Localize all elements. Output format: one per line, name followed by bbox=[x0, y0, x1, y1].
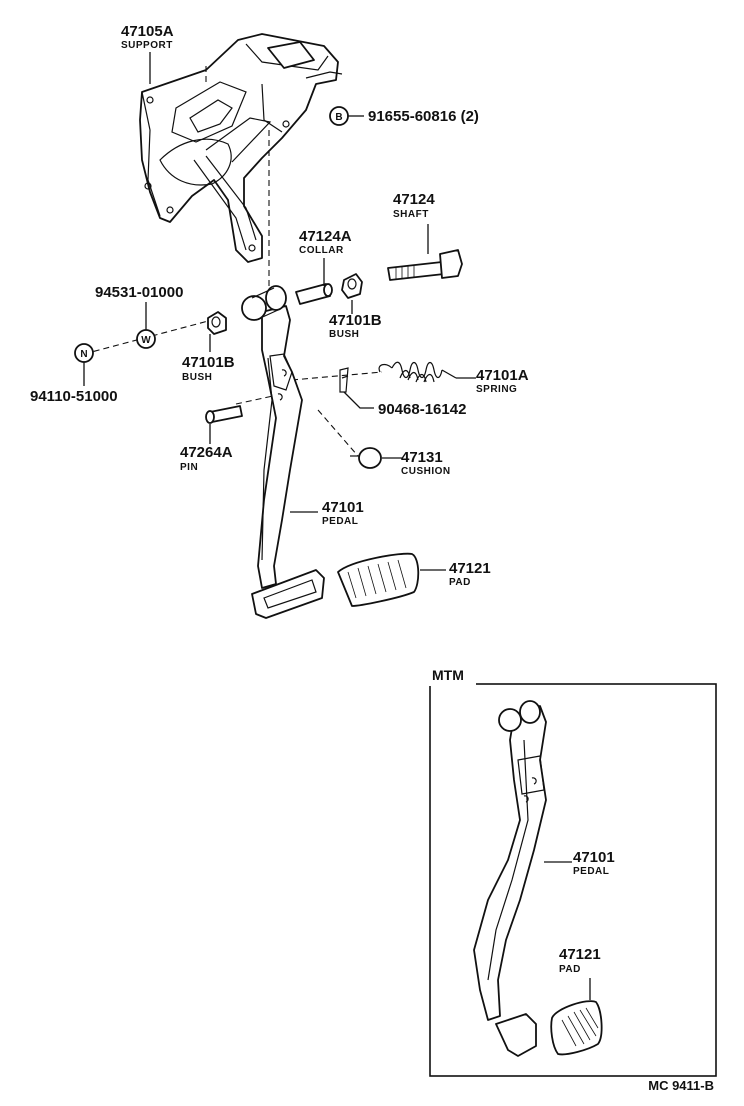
cushion-part bbox=[350, 447, 382, 469]
nut-symbol: N bbox=[74, 343, 94, 363]
pedal-arm bbox=[241, 285, 303, 589]
shaft-part bbox=[387, 249, 463, 281]
pin-name-label: PIN bbox=[180, 462, 198, 473]
pedal-name-label: PEDAL bbox=[322, 516, 358, 527]
leader-lines bbox=[83, 52, 476, 571]
mtm-pedal-number-label: 47101 bbox=[573, 849, 615, 866]
bush-left-part bbox=[207, 311, 227, 335]
spring-number-label: 47101A bbox=[476, 367, 529, 384]
clip-number-label: 90468-16142 bbox=[378, 401, 466, 418]
bush-right-name-label: BUSH bbox=[329, 329, 359, 340]
washer-symbol: W bbox=[136, 329, 156, 349]
washer-number-label: 94531-01000 bbox=[95, 284, 183, 301]
spring-name-label: SPRING bbox=[476, 384, 517, 395]
mtm-pedal-foot bbox=[495, 1013, 537, 1057]
collar-name-label: COLLAR bbox=[299, 245, 344, 256]
mtm-pedal-name-label: PEDAL bbox=[573, 866, 609, 877]
bolt-number-label: 91655-60816 (2) bbox=[368, 108, 479, 125]
diagram-code: MC 9411-B bbox=[648, 1078, 714, 1093]
bush-right-number-label: 47101B bbox=[329, 312, 382, 329]
mtm-title: MTM bbox=[432, 667, 464, 683]
cushion-number-label: 47131 bbox=[401, 449, 443, 466]
bolt-symbol-letter: B bbox=[335, 112, 342, 123]
mtm-pad-name-label: PAD bbox=[559, 964, 581, 975]
nut-number-label: 94110-51000 bbox=[30, 388, 118, 405]
bush-right-part bbox=[341, 273, 363, 299]
cushion-name-label: CUSHION bbox=[401, 466, 451, 477]
clip-part bbox=[339, 367, 349, 393]
pad-part bbox=[337, 552, 420, 607]
bush-left-name-label: BUSH bbox=[182, 372, 212, 383]
support-name-label: SUPPORT bbox=[121, 40, 173, 51]
nut-symbol-letter: N bbox=[80, 349, 87, 360]
shaft-number-label: 47124 bbox=[393, 191, 435, 208]
bolt-symbol: B bbox=[329, 106, 349, 126]
collar-part bbox=[295, 283, 333, 305]
support-number-label: 47105A bbox=[121, 23, 174, 40]
mtm-inset: MTM 47101 PEDAL 47121 PAD bbox=[428, 667, 717, 1077]
pin-part bbox=[205, 405, 243, 424]
assembly-line-pin bbox=[235, 393, 283, 405]
assembly-line-cushion bbox=[317, 409, 359, 457]
bush-left-number-label: 47101B bbox=[182, 354, 235, 371]
mtm-pedal-arm bbox=[473, 700, 547, 1021]
mtm-pad-number-label: 47121 bbox=[559, 946, 601, 963]
support-bracket bbox=[139, 33, 343, 263]
assembly-line-spring bbox=[291, 371, 383, 381]
shaft-name-label: SHAFT bbox=[393, 209, 429, 220]
spring-part bbox=[378, 361, 457, 383]
assembly-line-nut bbox=[83, 319, 213, 355]
pad-number-label: 47121 bbox=[449, 560, 491, 577]
mtm-pad-part bbox=[550, 1000, 603, 1056]
washer-symbol-letter: W bbox=[141, 335, 151, 346]
pedal-foot-plate bbox=[251, 569, 325, 619]
collar-number-label: 47124A bbox=[299, 228, 352, 245]
pedal-number-label: 47101 bbox=[322, 499, 364, 516]
pad-name-label: PAD bbox=[449, 577, 471, 588]
pin-number-label: 47264A bbox=[180, 444, 233, 461]
